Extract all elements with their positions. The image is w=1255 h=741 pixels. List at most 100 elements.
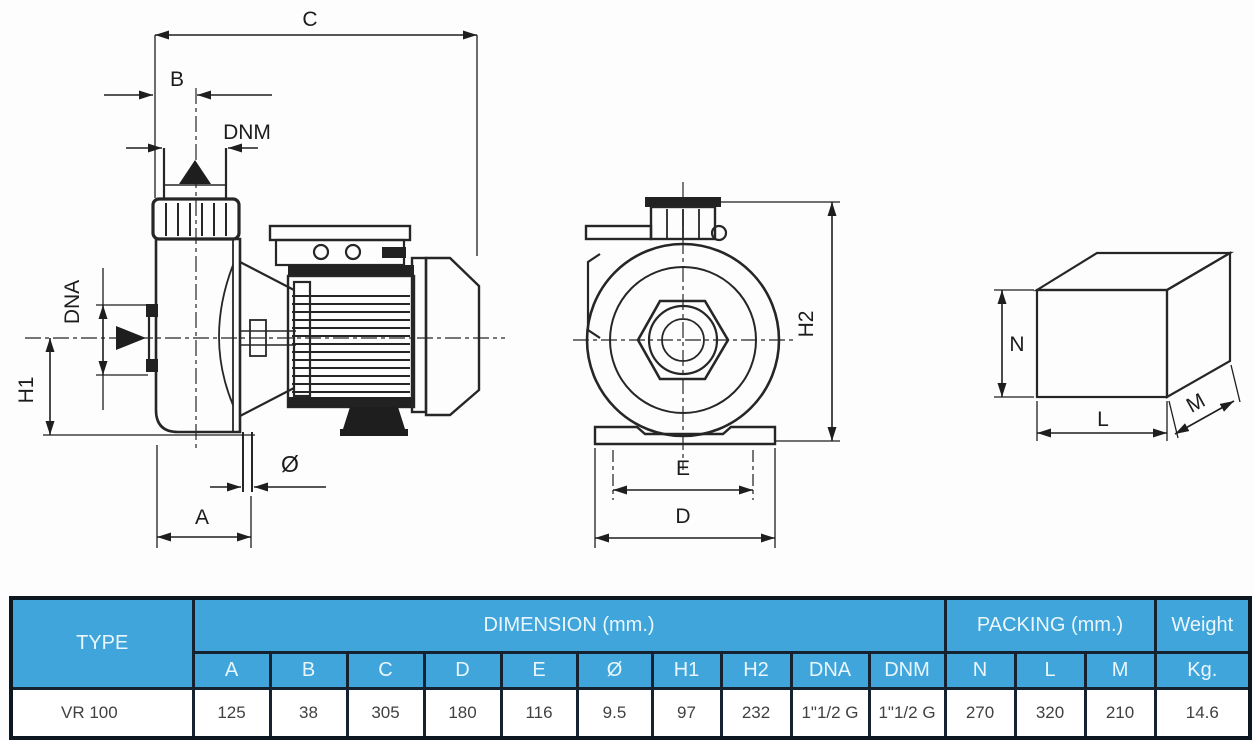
cell-C: 305 xyxy=(345,686,426,740)
dim-label-H1: H1 xyxy=(15,377,38,404)
dim-label-N: N xyxy=(1009,333,1024,356)
col-header-E: E xyxy=(499,650,579,690)
flow-up-arrow-icon xyxy=(179,160,211,184)
col-header-C: C xyxy=(345,650,426,690)
col-header-DNM: DNM xyxy=(867,650,947,690)
terminal-screw-right xyxy=(344,243,362,261)
discharge-stub xyxy=(162,148,228,199)
dim-label-B: B xyxy=(170,68,184,91)
header-type: TYPE xyxy=(9,596,195,690)
header-weight: Weight xyxy=(1153,596,1252,654)
foot-pad xyxy=(340,429,408,436)
dim-label-DNA: DNA xyxy=(61,280,84,324)
cell-H2: 232 xyxy=(719,686,793,740)
cell-N: 270 xyxy=(943,686,1017,740)
terminal-box-lid xyxy=(268,224,412,242)
fitting-threads xyxy=(165,203,227,236)
cell-DNM: 1"1/2 G xyxy=(867,686,947,740)
volute-section-curve xyxy=(218,264,234,406)
volute-outer-circle xyxy=(585,242,781,438)
motor-bottom-band xyxy=(288,397,414,407)
col-header-N: N xyxy=(943,650,1017,690)
port-body xyxy=(649,205,717,241)
port-flange xyxy=(645,197,721,207)
pump-casing xyxy=(154,237,242,434)
dim-ext-N xyxy=(994,289,1034,398)
col-header-H2: H2 xyxy=(719,650,793,690)
fan-cover xyxy=(424,256,481,417)
col-header-DNA: DNA xyxy=(789,650,871,690)
terminal-screw-left xyxy=(312,243,330,261)
cell-A: 125 xyxy=(191,686,272,740)
dim-label-L: L xyxy=(1097,408,1109,431)
packing-box-dimensions xyxy=(994,289,1241,441)
box-right-face xyxy=(1165,251,1232,399)
header-packing: PACKING (mm.) xyxy=(943,596,1157,654)
casing-motor-transition xyxy=(239,261,295,417)
dim-ext-E xyxy=(612,450,754,500)
side-view xyxy=(25,88,505,492)
dim-ext-M xyxy=(1168,364,1241,439)
dim-ext-D xyxy=(594,448,776,548)
col-header-H1: H1 xyxy=(650,650,723,690)
dim-label-diameter: Ø xyxy=(281,451,299,477)
spec-table: TYPE DIMENSION (mm.) PACKING (mm.) Weigh… xyxy=(9,596,1253,740)
port-threads xyxy=(666,209,700,238)
dimension-labels: C B DNM DNA H1 Ø A H2 E D N L M xyxy=(15,8,1209,529)
col-header-L: L xyxy=(1013,650,1087,690)
dim-label-H2: H2 xyxy=(795,311,818,338)
dim-label-D: D xyxy=(675,505,690,528)
col-header-D: D xyxy=(422,650,503,690)
dim-ext-H2 xyxy=(720,201,840,442)
suction-flange-lip-bottom xyxy=(146,359,158,372)
col-header-A: A xyxy=(191,650,272,690)
header-dimension: DIMENSION (mm.) xyxy=(191,596,947,654)
cell-weight: 14.6 xyxy=(1153,686,1252,740)
motor-top-band xyxy=(288,265,414,276)
dim-label-C: C xyxy=(302,8,317,31)
nameplate xyxy=(382,247,406,258)
impeller-hub xyxy=(249,319,267,357)
col-header-B: B xyxy=(268,650,349,690)
front-view-dimensions xyxy=(594,201,840,548)
header-row-columns: A B C D E Ø H1 H2 DNA DNM N L M Kg. xyxy=(11,650,1252,690)
cell-B: 38 xyxy=(268,686,349,740)
side-view-dimensions xyxy=(43,30,478,548)
cell-D: 180 xyxy=(422,686,503,740)
cell-E: 116 xyxy=(499,686,579,740)
dim-label-A: A xyxy=(195,506,209,529)
cell-L: 320 xyxy=(1013,686,1087,740)
dim-line-M xyxy=(1174,400,1235,435)
dim-label-M: M xyxy=(1183,389,1209,418)
dim-ext-A xyxy=(156,445,252,548)
motor-fins xyxy=(292,295,410,393)
suction-flange-lip-top xyxy=(146,304,158,317)
col-header-kg: Kg. xyxy=(1153,650,1252,690)
cell-H1: 97 xyxy=(650,686,723,740)
packing-box-view xyxy=(1033,251,1235,399)
cell-M: 210 xyxy=(1083,686,1157,740)
front-view xyxy=(573,182,795,470)
shaft-hex-nut xyxy=(636,299,730,381)
dim-label-E: E xyxy=(676,457,690,480)
header-row-groups: TYPE DIMENSION (mm.) PACKING (mm.) Weigh… xyxy=(9,596,1252,690)
adapter-flange xyxy=(292,280,312,398)
shaft-end-circle xyxy=(661,318,705,362)
table-row: VR 100 125 38 305 180 116 9.5 97 232 1"1… xyxy=(9,686,1252,740)
motor-foot xyxy=(343,407,405,429)
drain-plug-pipe xyxy=(242,432,253,492)
technical-drawing: C B DNM DNA H1 Ø A H2 E D N L M xyxy=(15,8,1241,548)
col-header-diameter: Ø xyxy=(575,650,654,690)
dim-ext-DNA xyxy=(96,304,148,376)
hub-circle xyxy=(647,304,719,376)
dim-ext-L xyxy=(1036,401,1168,441)
col-header-M: M xyxy=(1083,650,1157,690)
box-front-face xyxy=(1035,288,1169,399)
flow-in-arrow-icon xyxy=(116,326,146,350)
inlet-flange-edge xyxy=(586,253,601,339)
box-top-face xyxy=(1033,251,1235,292)
bleed-plug xyxy=(710,224,728,242)
casing-shoulder xyxy=(584,224,653,241)
cell-diameter: 9.5 xyxy=(575,686,654,740)
